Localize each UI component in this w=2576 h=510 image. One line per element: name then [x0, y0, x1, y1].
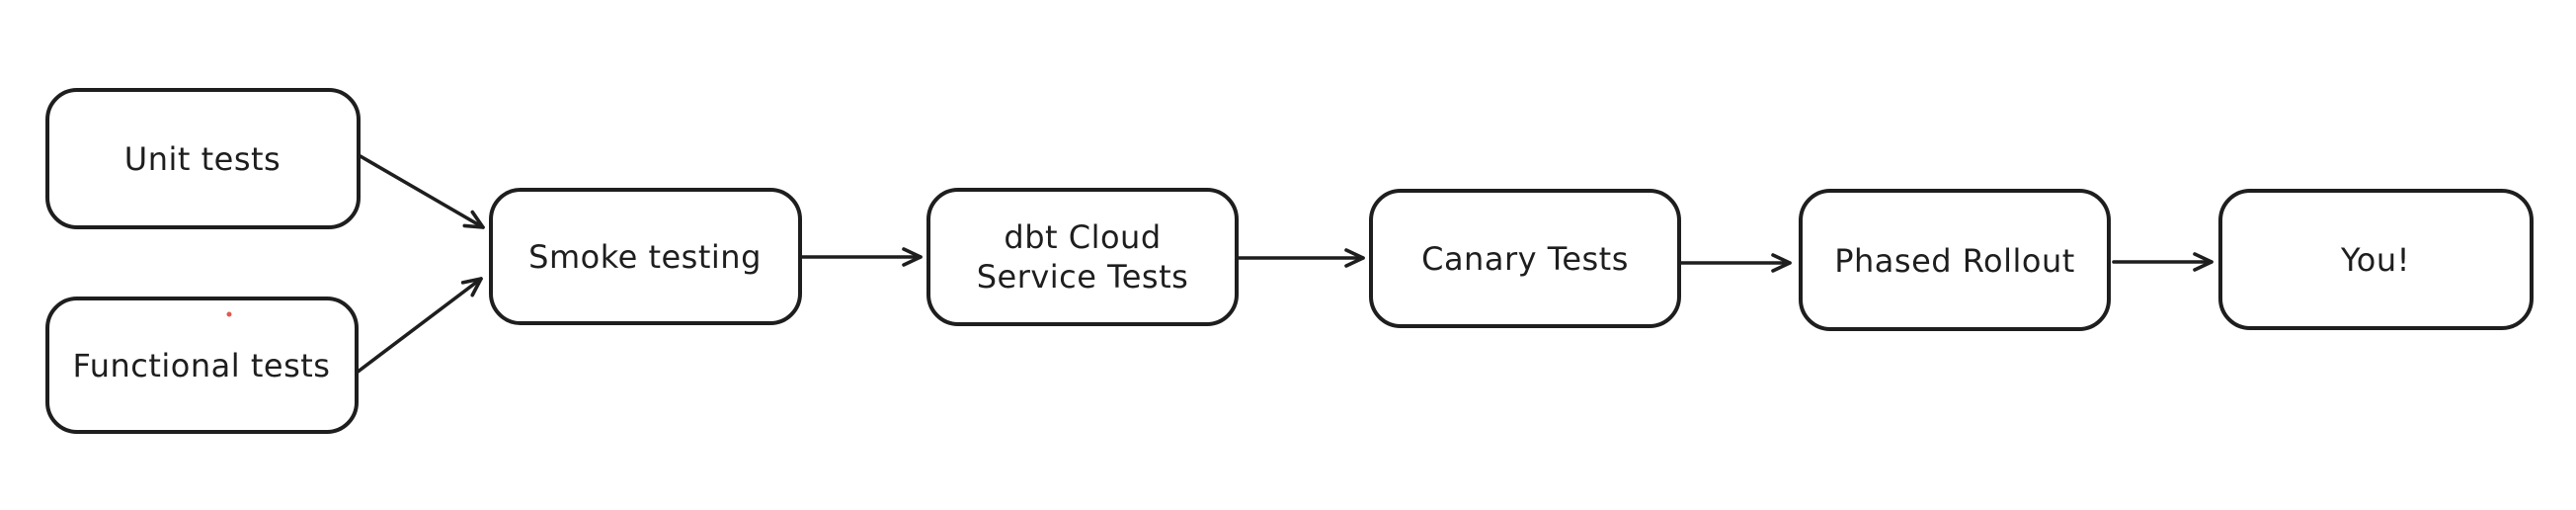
node-smoke-testing: Smoke testing	[489, 188, 802, 325]
node-dbt-cloud-service-tests: dbt Cloud Service Tests	[926, 188, 1239, 326]
red-pixel-artifact	[226, 311, 232, 317]
node-box	[1369, 189, 1681, 328]
node-phased-rollout: Phased Rollout	[1799, 189, 2111, 331]
node-box	[45, 297, 359, 434]
node-box	[926, 188, 1239, 326]
node-box	[2218, 189, 2534, 330]
edge-unit-tests-to-smoke-testing	[357, 153, 485, 229]
node-label: Functional tests	[73, 347, 331, 384]
node-label-line-1: dbt Cloud	[1004, 218, 1161, 256]
node-box	[45, 88, 361, 229]
node-canary-tests: Canary Tests	[1369, 189, 1681, 328]
node-label: Phased Rollout	[1834, 242, 2075, 280]
node-label: Unit tests	[124, 140, 281, 178]
node-box	[489, 188, 802, 325]
node-you: You!	[2218, 189, 2534, 330]
edge-functional-tests-to-smoke-testing	[355, 277, 483, 375]
node-label: Smoke testing	[528, 238, 762, 276]
node-functional-tests: Functional tests	[45, 297, 359, 434]
node-label: You!	[2340, 241, 2410, 279]
node-label: Canary Tests	[1421, 240, 1629, 278]
node-unit-tests: Unit tests	[45, 88, 361, 229]
node-box	[1799, 189, 2111, 331]
node-label-line-2: Service Tests	[977, 258, 1189, 296]
